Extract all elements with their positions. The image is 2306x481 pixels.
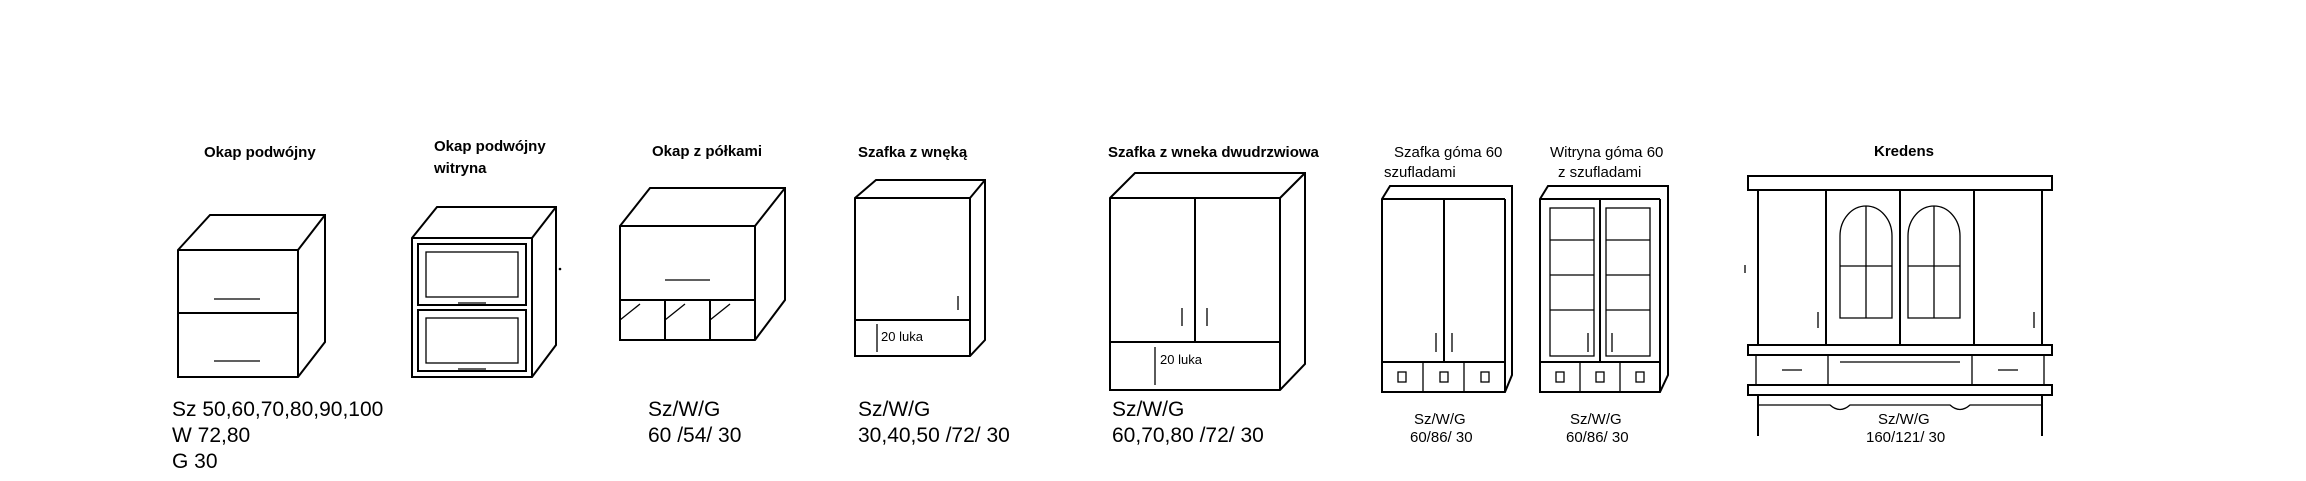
note-szafka-dwudrzwiowa: 20 luka <box>1160 352 1202 367</box>
dims-okap-podwojny-line2: W 72,80 <box>172 424 251 447</box>
title-szafka-dwudrzwiowa: Szafka z wneka dwudrzwiowa <box>1108 144 1319 161</box>
drawing-kredens <box>1747 175 2053 436</box>
dims-okap-podwojny-line3: G 30 <box>172 450 218 473</box>
drawing-okap-podwojny <box>177 214 326 378</box>
note-szafka-z-wneka: 20 luka <box>881 329 923 344</box>
drawing-witryna-gorna-szuflady <box>1539 185 1669 393</box>
title-okap-z-polkami: Okap z półkami <box>652 143 763 160</box>
dims-szafka-dwudrzwiowa-line2: 60,70,80 /72/ 30 <box>1112 424 1264 447</box>
dims-szafka-gorna-line2: 60/86/ 30 <box>1410 429 1473 446</box>
dims-szafka-z-wneka-line2: 30,40,50 /72/ 30 <box>858 424 1010 447</box>
dims-okap-z-polkami-line1: Sz/W/G <box>648 398 721 421</box>
title-okap-witryna-line1: Okap podwójny <box>434 138 546 155</box>
drawing-szafka-z-wneka <box>854 179 986 357</box>
title-szafka-gorna-line1: Szafka góma 60 <box>1394 144 1503 161</box>
title-kredens: Kredens <box>1874 143 1935 160</box>
title-szafka-gorna-line2: szufladami <box>1384 164 1456 181</box>
title-witryna-gorna-line1: Witryna góma 60 <box>1550 144 1664 161</box>
title-szafka-z-wneka: Szafka z wnęką <box>858 144 968 161</box>
dims-okap-podwojny-line1: Sz 50,60,70,80,90,100 <box>172 398 384 421</box>
dims-kredens-line2: 160/121/ 30 <box>1866 429 1946 446</box>
dims-szafka-gorna-line1: Sz/W/G <box>1414 411 1466 428</box>
title-witryna-gorna-line2: z szufladami <box>1558 164 1642 181</box>
title-okap-podwojny: Okap podwójny <box>204 144 316 161</box>
drawing-szafka-gorna-szuflady <box>1381 185 1513 393</box>
drawing-okap-witryna <box>411 206 557 378</box>
stray-dot <box>558 267 562 271</box>
dims-okap-z-polkami-line2: 60 /54/ 30 <box>648 424 742 447</box>
drawing-szafka-dwudrzwiowa <box>1109 172 1306 391</box>
dims-witryna-gorna-line2: 60/86/ 30 <box>1566 429 1629 446</box>
dims-witryna-gorna-line1: Sz/W/G <box>1570 411 1622 428</box>
drawing-okap-z-polkami <box>619 187 786 341</box>
dims-szafka-z-wneka-line1: Sz/W/G <box>858 398 931 421</box>
dims-szafka-dwudrzwiowa-line1: Sz/W/G <box>1112 398 1185 421</box>
dims-kredens-line1: Sz/W/G <box>1878 411 1930 428</box>
title-okap-witryna-line2: witryna <box>434 160 487 177</box>
